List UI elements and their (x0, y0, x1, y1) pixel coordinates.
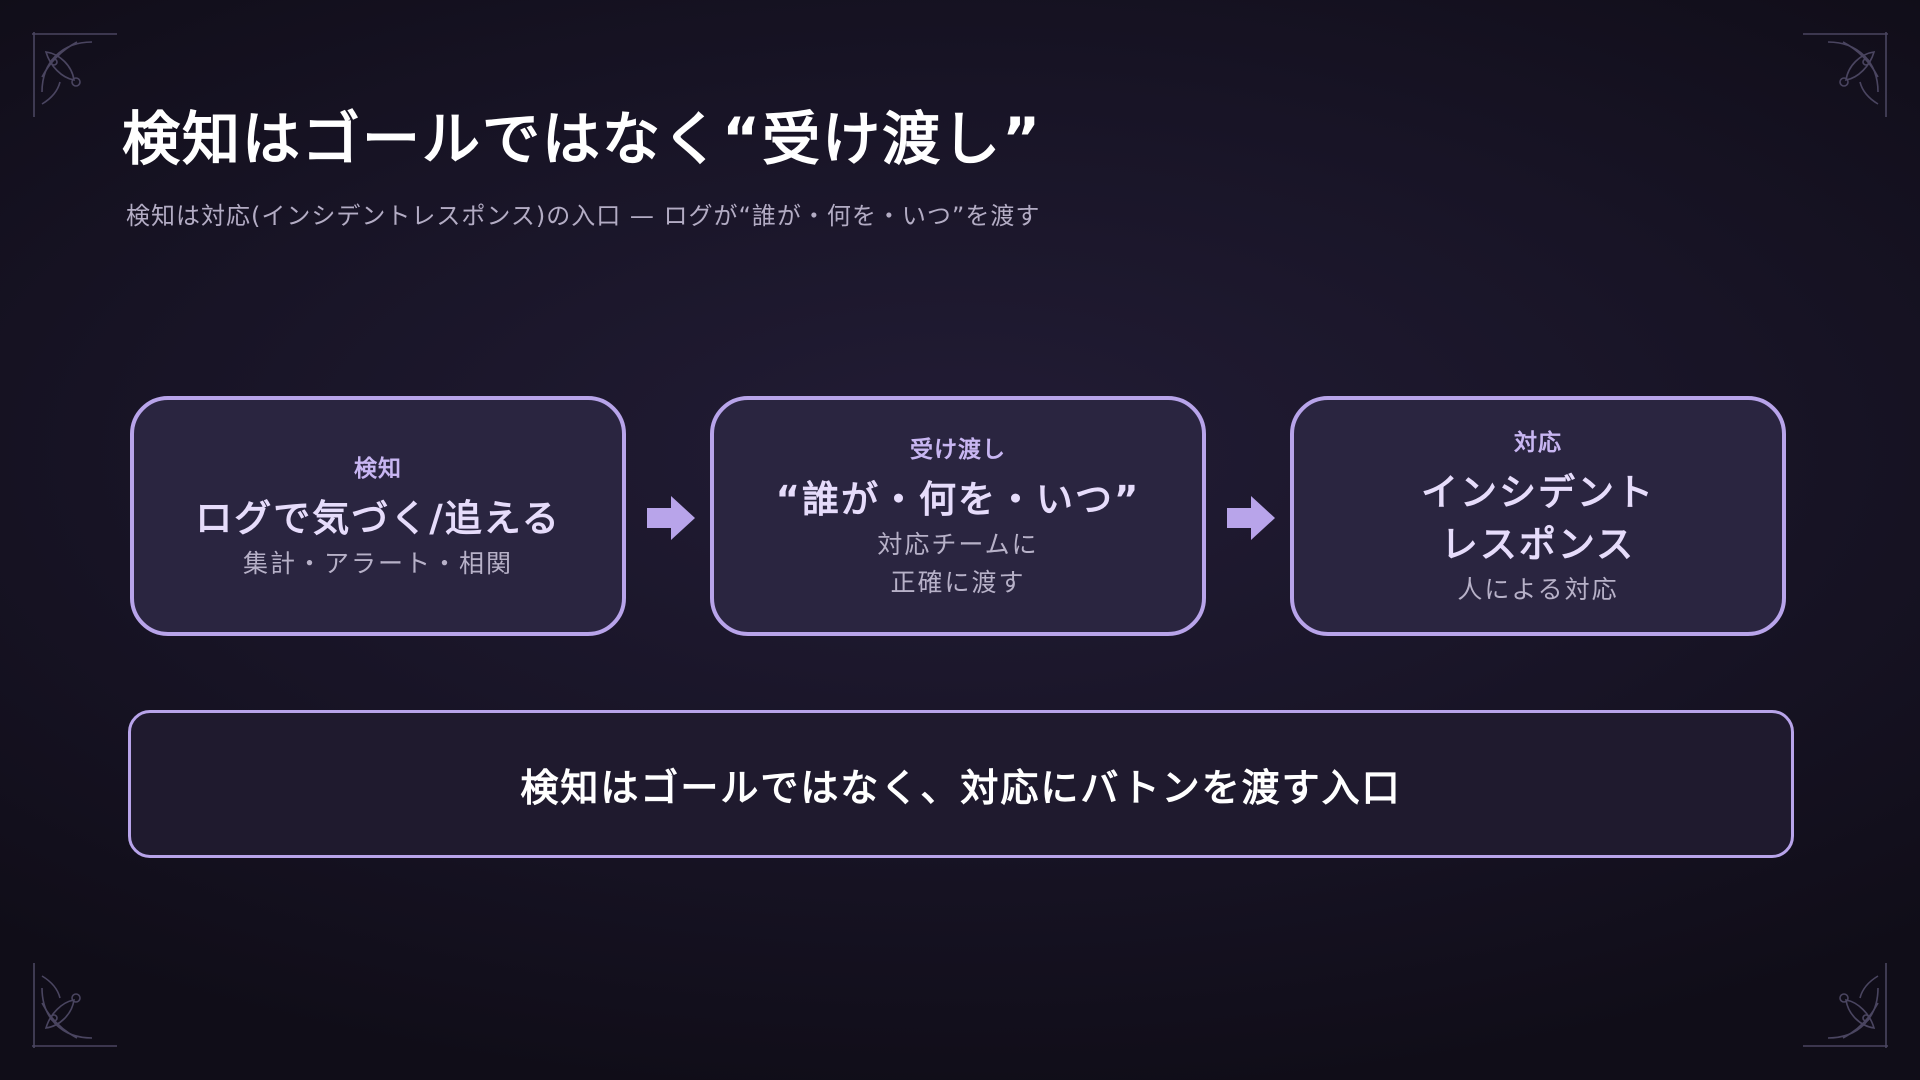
corner-ornament-icon (1798, 32, 1888, 122)
flow-step-handoff: 受け渡し “誰が・何を・いつ” 対応チームに 正確に渡す (710, 396, 1206, 636)
step-label: 検知 (354, 456, 402, 482)
summary-box: 検知はゴールではなく、対応にバトンを渡す入口 (128, 710, 1794, 858)
arrow-right-icon (645, 494, 697, 542)
step-label: 受け渡し (910, 437, 1006, 463)
flow-step-response: 対応 インシデント レスポンス 人による対応 (1290, 396, 1786, 636)
summary-text: 検知はゴールではなく、対応にバトンを渡す入口 (520, 765, 1402, 810)
slide-title: 検知はゴールではなく“受け渡し” (122, 105, 1043, 173)
corner-ornament-icon (1798, 958, 1888, 1048)
arrow-right-icon (1225, 494, 1277, 542)
corner-ornament-icon (32, 958, 122, 1048)
step-heading: “誰が・何を・いつ” (775, 478, 1141, 521)
corner-ornament-icon (32, 32, 122, 122)
slide-subtitle: 検知は対応(インシデントレスポンス)の入口 — ログが“誰が・何を・いつ”を渡す (126, 202, 1041, 230)
flow-step-detection: 検知 ログで気づく/追える 集計・アラート・相関 (130, 396, 626, 636)
step-heading: インシデント レスポンス (1421, 471, 1655, 566)
step-description: 対応チームに 正確に渡す (877, 530, 1039, 597)
step-label: 対応 (1514, 430, 1562, 456)
step-description: 集計・アラート・相関 (242, 549, 513, 578)
step-heading: ログで気づく/追える (195, 497, 561, 540)
step-description: 人による対応 (1457, 575, 1619, 604)
